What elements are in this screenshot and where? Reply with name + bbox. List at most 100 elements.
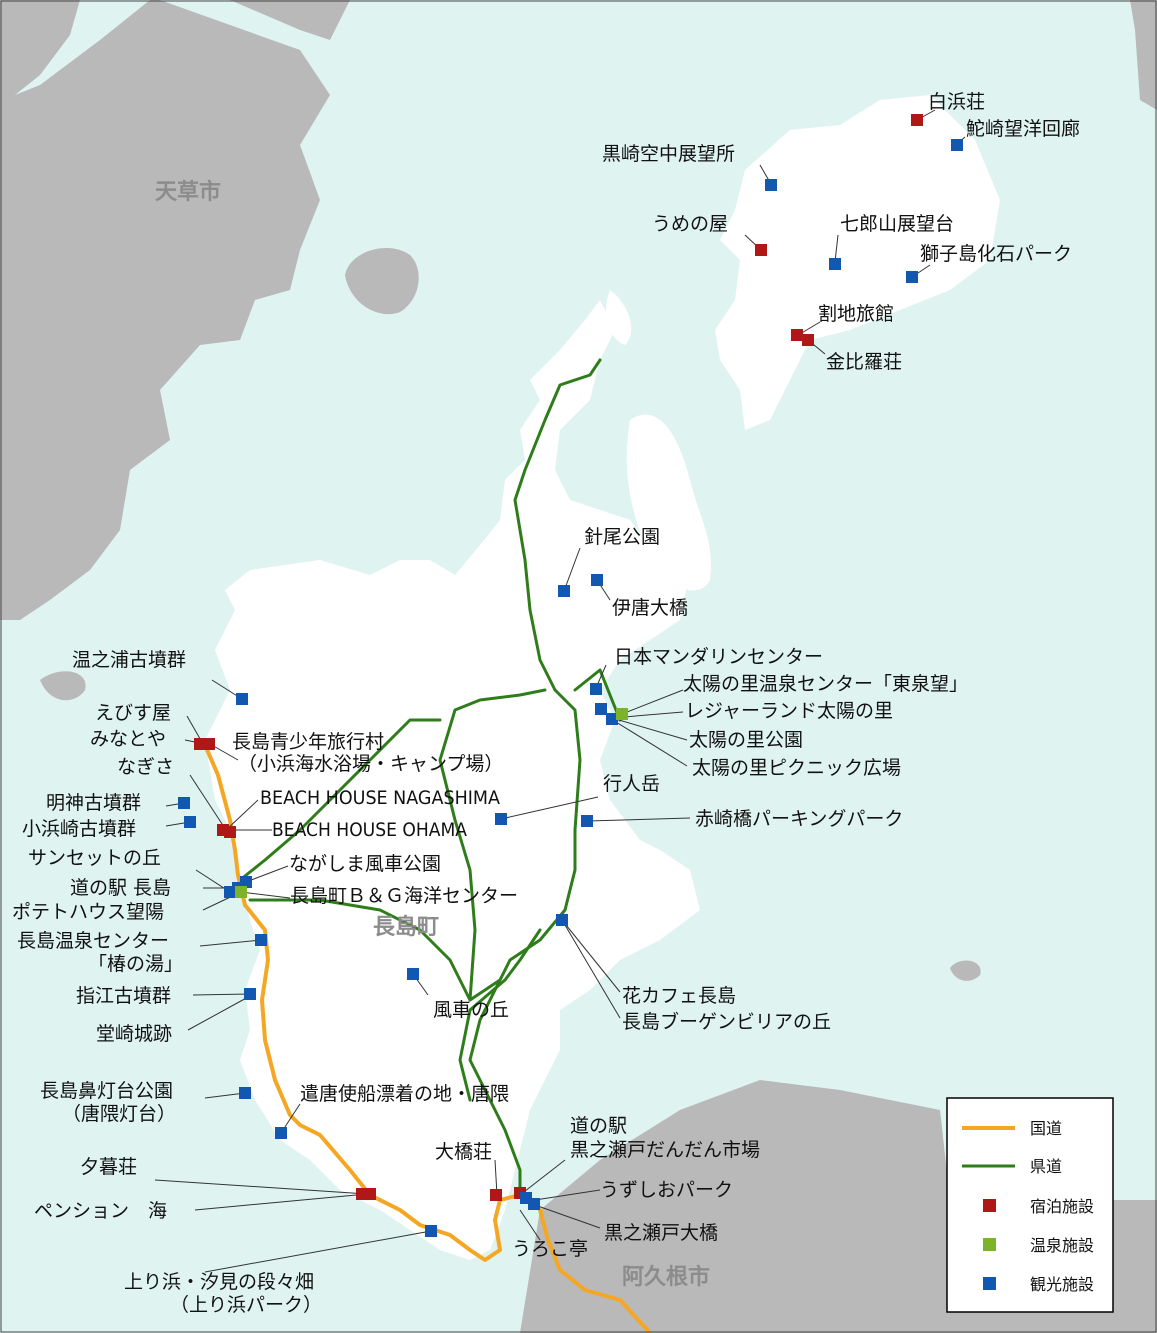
ne-land bbox=[1130, 0, 1157, 110]
label-onsen-center: 長島温泉センター bbox=[17, 930, 169, 952]
place-labels: 白浜荘 鮀崎望洋回廊 黒崎空中展望所 うめの屋 七郎山展望台 獅子島化石パーク … bbox=[12, 91, 1080, 1316]
label-agaribama-2: （上り浜パーク） bbox=[170, 1294, 322, 1316]
marker-flower-cafe[interactable] bbox=[556, 914, 568, 926]
label-ebisuya: えびす屋 bbox=[95, 702, 171, 724]
label-myojin-tumulus: 明神古墳群 bbox=[46, 792, 141, 814]
label-pension-umi: ペンション 海 bbox=[34, 1200, 167, 1222]
label-tsubaki-no-yu: 「椿の湯」 bbox=[88, 953, 183, 975]
marker-kentoshi-site[interactable] bbox=[275, 1127, 287, 1139]
legend-national-road-label: 国道 bbox=[1030, 1119, 1062, 1138]
label-kuronoseto-bridge: 黒之瀬戸大橋 bbox=[604, 1222, 718, 1244]
label-urokotei: うろこ亭 bbox=[512, 1238, 588, 1260]
amakusa-land-2 bbox=[230, 0, 350, 40]
marker-lighthouse-park[interactable] bbox=[239, 1087, 251, 1099]
marker-wariji-ryokan[interactable] bbox=[791, 329, 803, 341]
label-gyonindake: 行人岳 bbox=[603, 773, 660, 795]
marker-shishijima-fossil[interactable] bbox=[906, 271, 918, 283]
label-flower-cafe: 花カフェ長島 bbox=[622, 985, 736, 1007]
label-youth-village-1: 長島青少年旅行村 bbox=[232, 731, 384, 753]
marker-myojin-tumulus[interactable] bbox=[178, 797, 190, 809]
marker-ikara-bridge[interactable] bbox=[591, 574, 603, 586]
shishijima bbox=[715, 95, 1000, 430]
national-road-nagashima bbox=[203, 743, 522, 1262]
prefectural-road-west bbox=[238, 718, 442, 882]
marker-potato-house[interactable] bbox=[235, 886, 247, 898]
marker-akasaki-parking[interactable] bbox=[581, 815, 593, 827]
label-michinoeki-kuronoseto-1: 道の駅 bbox=[570, 1115, 627, 1137]
label-sashie-tumulus: 指江古墳群 bbox=[76, 985, 171, 1007]
label-akasaki-parking: 赤崎橋パーキングパーク bbox=[695, 808, 903, 830]
national-road-akune bbox=[538, 1208, 652, 1333]
marker-taiyo-onsen[interactable] bbox=[616, 708, 628, 720]
marker-kurosaki-observatory[interactable] bbox=[765, 179, 777, 191]
marker-pension-umi[interactable] bbox=[364, 1188, 376, 1200]
label-michinoeki-nagashima: 道の駅 長島 bbox=[70, 877, 171, 899]
label-sunset-hill: サンセットの丘 bbox=[28, 847, 161, 869]
main-island bbox=[205, 300, 700, 1260]
marker-dazaki-corridor[interactable] bbox=[951, 139, 963, 151]
marker-kohamazaki-tumulus[interactable] bbox=[184, 816, 196, 828]
label-hario-park: 針尾公園 bbox=[584, 526, 660, 548]
legend-lodging-swatch bbox=[983, 1199, 996, 1212]
label-windmill-park: ながしま風車公園 bbox=[289, 853, 441, 875]
prefectural-road-main bbox=[468, 358, 602, 1197]
akune-label: 阿久根市 bbox=[622, 1264, 710, 1290]
label-wariji-ryokan: 割地旅館 bbox=[818, 303, 894, 325]
label-kentoshi-site: 遣唐使船漂着の地・唐隈 bbox=[300, 1083, 509, 1105]
nagashima-land bbox=[205, 95, 1000, 1260]
leader-lines bbox=[154, 109, 966, 1273]
small-west-island bbox=[40, 671, 86, 701]
prefectural-road-north-loop bbox=[438, 688, 547, 1002]
marker-sashie-tumulus[interactable] bbox=[244, 988, 256, 1000]
marker-taiyo-picnic[interactable] bbox=[606, 713, 618, 725]
label-leisureland: レジャーランド太陽の里 bbox=[685, 700, 893, 722]
label-konpira-so: 金比羅荘 bbox=[826, 351, 902, 373]
marker-shirahama-so[interactable] bbox=[911, 114, 923, 126]
roads bbox=[203, 358, 652, 1333]
label-shichiroyama: 七郎山展望台 bbox=[840, 213, 954, 235]
marker-ohashi-so[interactable] bbox=[490, 1189, 502, 1201]
label-youth-village-2: （小浜海水浴場・キャンプ場） bbox=[238, 753, 503, 775]
marker-agaribama[interactable] bbox=[425, 1225, 437, 1237]
amakusa-land bbox=[0, 0, 330, 620]
label-windmill-hill: 風車の丘 bbox=[433, 999, 509, 1021]
marker-konpira-so[interactable] bbox=[802, 334, 814, 346]
amakusa-label: 天草市 bbox=[155, 179, 221, 205]
label-beach-nagashima: BEACH HOUSE NAGASHIMA bbox=[260, 787, 500, 809]
legend-prefectural-road-label: 県道 bbox=[1030, 1157, 1062, 1176]
legend-tourism-label: 観光施設 bbox=[1030, 1275, 1094, 1294]
label-lighthouse-park: 長島鼻灯台公園 bbox=[40, 1080, 173, 1102]
marker-minatoya[interactable] bbox=[203, 738, 215, 750]
east-island bbox=[950, 960, 981, 981]
marker-mandarin-center[interactable] bbox=[590, 683, 602, 695]
marker-shichiroyama[interactable] bbox=[829, 258, 841, 270]
legend-lodging-label: 宿泊施設 bbox=[1030, 1197, 1094, 1216]
marker-taiyo-park[interactable] bbox=[595, 703, 607, 715]
marker-beach-house[interactable] bbox=[224, 826, 236, 838]
marker-yunoura-tumulus[interactable] bbox=[236, 693, 248, 705]
marker-gyonindake[interactable] bbox=[495, 813, 507, 825]
markers bbox=[178, 114, 963, 1237]
label-yunoura-tumulus: 温之浦古墳群 bbox=[72, 649, 186, 671]
nagashima-label: 長島町 bbox=[373, 914, 439, 940]
label-karakuma-lighthouse: （唐隈灯台） bbox=[62, 1103, 176, 1125]
label-umenoya: うめの屋 bbox=[652, 213, 728, 235]
label-dazaki-corridor: 鮀崎望洋回廊 bbox=[966, 118, 1080, 140]
label-kurosaki-observatory: 黒崎空中展望所 bbox=[602, 143, 735, 165]
marker-kuronoseto-bridge[interactable] bbox=[528, 1198, 540, 1210]
label-yugure-so: 夕暮荘 bbox=[80, 1156, 137, 1178]
label-nagisa: なぎさ bbox=[117, 756, 174, 778]
marker-hario-park[interactable] bbox=[558, 585, 570, 597]
label-beach-ohama: BEACH HOUSE OHAMA bbox=[272, 819, 467, 841]
legend-hot-spring-swatch bbox=[983, 1238, 996, 1251]
label-bougainvillea-hill: 長島ブーゲンビリアの丘 bbox=[622, 1010, 831, 1033]
marker-windmill-hill[interactable] bbox=[407, 968, 419, 980]
label-mandarin-center: 日本マンダリンセンター bbox=[614, 646, 823, 668]
label-minatoya: みなとや bbox=[90, 728, 166, 750]
legend-box bbox=[946, 1097, 1114, 1313]
marker-onsen-center[interactable] bbox=[255, 934, 267, 946]
marker-umenoya[interactable] bbox=[755, 244, 767, 256]
